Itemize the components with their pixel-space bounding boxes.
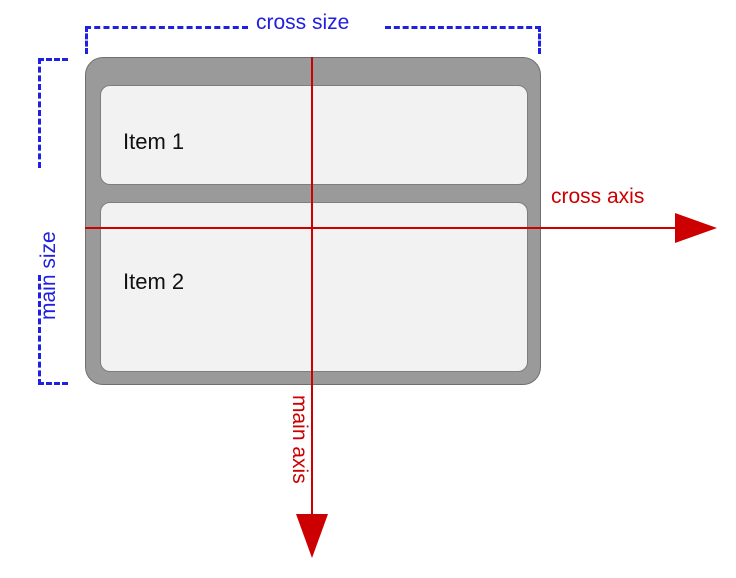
cross-size-bracket-tick-left [85,26,88,54]
cross-axis-arrowhead-icon [675,213,717,243]
main-size-bracket-top-span [38,58,41,168]
flex-item-2-label: Item 2 [123,269,185,294]
main-size-bracket-bottom-span [38,275,41,385]
main-size-bracket-tick-bottom [38,382,68,385]
cross-axis-line [85,227,681,229]
main-size-label: main size [37,231,60,320]
main-size-bracket-tick-top [38,58,68,61]
flex-item-1: Item 1 [100,85,528,185]
flex-item-1-label: Item 1 [123,129,185,154]
cross-axis-label: cross axis [551,185,645,208]
main-axis-label: main axis [288,395,311,484]
main-axis-arrowhead-icon [296,514,328,558]
cross-size-label: cross size [256,11,350,34]
cross-size-bracket-tick-right [538,26,541,54]
flex-item-2: Item 2 [100,202,528,372]
cross-size-bracket-left-span [85,26,248,29]
cross-size-bracket-right-span [385,26,541,29]
flex-container: Item 1 Item 2 [85,57,541,385]
main-axis-line [311,57,313,520]
